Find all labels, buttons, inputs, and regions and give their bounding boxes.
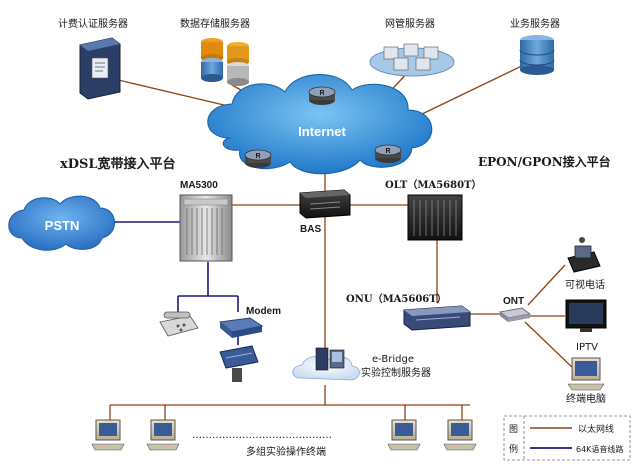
workstation-icon xyxy=(91,419,125,451)
workstation-icon xyxy=(146,419,180,451)
ont-label: ONT xyxy=(503,296,524,307)
ebridge-subtitle: 实验控制服务器 xyxy=(361,366,431,379)
nms-server-label: 网管服务器 xyxy=(385,17,435,30)
olt-rack-icon xyxy=(407,194,463,241)
storage-server-label: 数据存储服务器 xyxy=(180,17,250,30)
epon-platform-title: EPON/GPON接入平台 xyxy=(478,154,611,169)
ont-device-icon xyxy=(499,307,531,322)
legend-title-top: 图 xyxy=(509,424,518,435)
xdsl-platform-title: xDSL宽带接入平台 xyxy=(60,156,176,172)
legend-voice-label: 64K语音线路 xyxy=(576,444,623,454)
business-server-label: 业务服务器 xyxy=(510,17,560,30)
olt-label: OLT（MA5680T） xyxy=(385,178,481,191)
pstn-label: PSTN xyxy=(45,218,80,233)
workstation-icon xyxy=(387,419,421,451)
nms-server-icon xyxy=(369,43,455,77)
onu-device-icon xyxy=(403,305,471,331)
ma5300-rack-icon xyxy=(179,194,233,262)
router-glyph: R xyxy=(255,153,260,160)
ebridge-server-icon xyxy=(315,347,345,371)
terminal-pc-icon xyxy=(567,357,605,391)
modem-icon xyxy=(218,317,264,338)
storage-server-icon xyxy=(201,38,249,86)
workstations-label: 多组实验操作终端 xyxy=(246,445,326,458)
legend-ethernet-label: 以太网线 xyxy=(578,423,614,435)
billing-server-label: 计费认证服务器 xyxy=(58,17,128,30)
internet-label: Internet xyxy=(298,124,346,139)
workstation-icon xyxy=(443,419,477,451)
iptv-icon xyxy=(565,299,607,332)
router-glyph: R xyxy=(385,148,390,155)
router-icon: R xyxy=(308,86,336,105)
bas-label: BAS xyxy=(300,224,321,235)
router-glyph: R xyxy=(319,90,324,97)
business-server-icon xyxy=(519,35,555,75)
phone-icon xyxy=(159,311,199,337)
ma5300-label: MA5300 xyxy=(180,180,218,191)
iptv-label: IPTV xyxy=(576,342,598,353)
modem-label: Modem xyxy=(246,306,281,317)
ethernet-links xyxy=(109,61,576,420)
billing-server-icon xyxy=(79,37,121,100)
pstn-cloud xyxy=(8,195,115,251)
terminal-pc-label: 终端电脑 xyxy=(566,392,606,405)
videophone-label: 可视电话 xyxy=(565,278,605,291)
workstation-ellipsis: …………………………………… xyxy=(192,430,332,441)
router-icon: R xyxy=(244,149,272,168)
onu-label: ONU（MA5606T） xyxy=(346,292,447,305)
ebridge-label: e-Bridge xyxy=(372,354,414,365)
legend-box xyxy=(503,415,631,461)
videophone-icon xyxy=(567,237,601,273)
router-icon: R xyxy=(374,144,402,163)
switch-icon xyxy=(219,345,259,382)
bas-device-icon xyxy=(299,189,351,219)
legend-title-bottom: 例 xyxy=(509,443,518,455)
